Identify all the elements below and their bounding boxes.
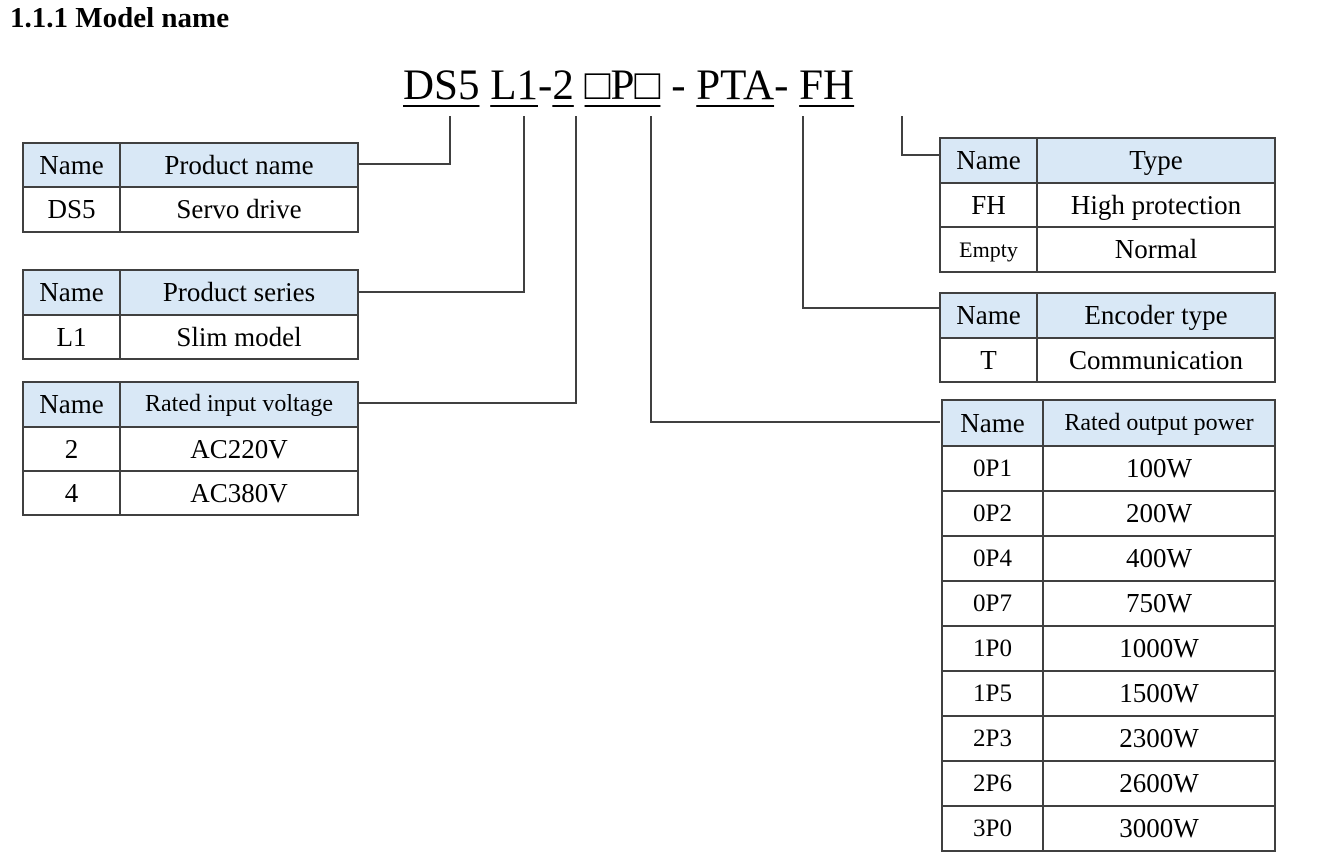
code-cell: T (939, 337, 1038, 383)
table-row: 4 AC380V (22, 470, 359, 516)
model-dash: - (660, 62, 697, 109)
model-encoder: PTA (696, 62, 775, 109)
value-cell: High protection (1036, 182, 1276, 228)
model-dash: - (538, 62, 553, 109)
value-cell: AC380V (119, 470, 359, 516)
code-cell: L1 (22, 314, 121, 360)
header-desc-cell: Product name (119, 142, 359, 188)
header-name-cell: Name (939, 137, 1038, 184)
value-cell: 100W (1042, 445, 1276, 492)
connector-encoder-type (802, 116, 940, 309)
code-cell: 1P0 (941, 625, 1044, 672)
value-cell: AC220V (119, 426, 359, 472)
value-cell: 2600W (1042, 760, 1276, 807)
code-cell: Empty (939, 226, 1038, 273)
code-cell: 1P5 (941, 670, 1044, 717)
table-header-row: Name Encoder type (939, 292, 1276, 339)
header-desc-cell: Rated output power (1042, 399, 1276, 447)
code-cell: 0P4 (941, 535, 1044, 582)
table-row: L1 Slim model (22, 314, 359, 360)
value-cell: 200W (1042, 490, 1276, 537)
table-row: Empty Normal (939, 226, 1276, 273)
type-table: Name Type FH High protection Empty Norma… (939, 137, 1276, 273)
model-power: □P□ (584, 62, 661, 109)
connector-product-name (357, 116, 451, 165)
table-row: DS5 Servo drive (22, 186, 359, 233)
value-cell: Communication (1036, 337, 1276, 383)
value-cell: 3000W (1042, 805, 1276, 852)
code-cell: 3P0 (941, 805, 1044, 852)
code-cell: DS5 (22, 186, 121, 233)
header-desc-cell: Product series (119, 269, 359, 316)
model-code: DS5 L1-2 □P□ - PTA- FH (403, 64, 854, 107)
table-row: FH High protection (939, 182, 1276, 228)
table-row: T Communication (939, 337, 1276, 383)
encoder-type-table: Name Encoder type T Communication (939, 292, 1276, 383)
table-header-row: Name Product series (22, 269, 359, 316)
model-dash: - (774, 62, 800, 109)
code-cell: 2P3 (941, 715, 1044, 762)
value-cell: 400W (1042, 535, 1276, 582)
code-cell: 0P2 (941, 490, 1044, 537)
table-header-row: Name Product name (22, 142, 359, 188)
table-row: 2 AC220V (22, 426, 359, 472)
connector-input-voltage (357, 116, 577, 404)
product-series-table: Name Product series L1 Slim model (22, 269, 359, 360)
value-cell: 2300W (1042, 715, 1276, 762)
header-name-cell: Name (941, 399, 1044, 447)
value-cell: 1000W (1042, 625, 1276, 672)
table-header-row: Name Rated input voltage (22, 381, 359, 428)
header-name-cell: Name (22, 381, 121, 428)
header-desc-cell: Encoder type (1036, 292, 1276, 339)
table-header-row: Name Rated output power (941, 399, 1276, 447)
connector-product-series (357, 116, 525, 293)
code-cell: 0P1 (941, 445, 1044, 492)
value-cell: 1500W (1042, 670, 1276, 717)
code-cell: 2 (22, 426, 121, 472)
section-heading: 1.1.1 Model name (10, 2, 230, 34)
header-name-cell: Name (939, 292, 1038, 339)
model-prefix: DS5 (403, 62, 480, 109)
code-cell: 4 (22, 470, 121, 516)
model-protection: FH (799, 62, 855, 109)
code-cell: FH (939, 182, 1038, 228)
header-name-cell: Name (22, 269, 121, 316)
rated-input-voltage-table: Name Rated input voltage 2 AC220V 4 AC38… (22, 381, 359, 516)
code-cell: 0P7 (941, 580, 1044, 627)
value-cell: Servo drive (119, 186, 359, 233)
model-voltage: 2 (552, 62, 574, 109)
table-header-row: Name Type (939, 137, 1276, 184)
header-name-cell: Name (22, 142, 121, 188)
value-cell: Slim model (119, 314, 359, 360)
header-desc-cell: Type (1036, 137, 1276, 184)
value-cell: Normal (1036, 226, 1276, 273)
header-desc-cell: Rated input voltage (119, 381, 359, 428)
code-cell: 2P6 (941, 760, 1044, 807)
model-series: L1 (490, 62, 538, 109)
connector-type (901, 116, 940, 156)
product-name-table: Name Product name DS5 Servo drive (22, 142, 359, 233)
connector-output-power (650, 116, 940, 423)
value-cell: 750W (1042, 580, 1276, 627)
